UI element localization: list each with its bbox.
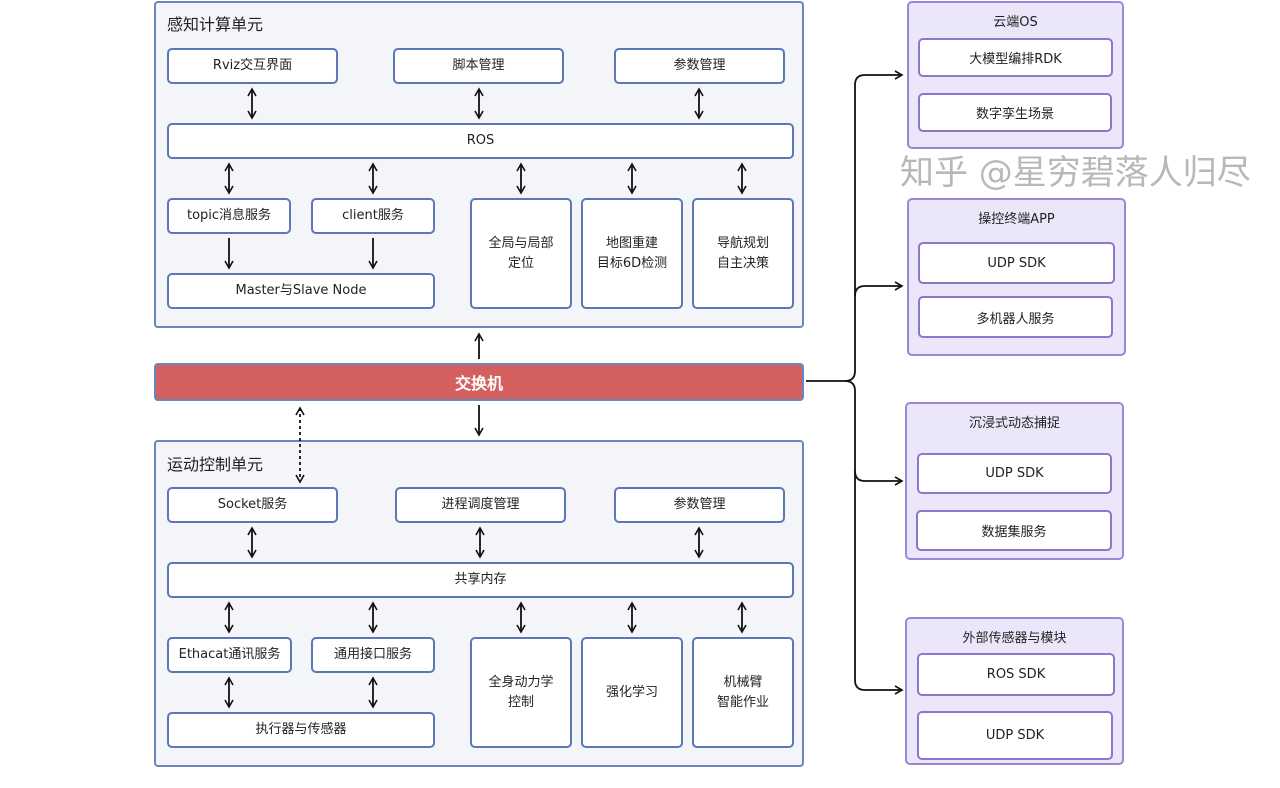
actuators-sensors-box: 执行器与传感器: [167, 712, 435, 748]
ros-box: ROS: [167, 123, 794, 159]
panel-title: 云端OS: [993, 15, 1038, 30]
client-service-box: client服务: [311, 198, 435, 234]
process-scheduling-box: 进程调度管理: [395, 487, 566, 523]
reinforcement-learning-box: 强化学习: [581, 637, 683, 748]
digital-twin-box: 数字孪生场景: [918, 93, 1112, 132]
panel-title: 沉浸式动态捕捉: [968, 416, 1060, 431]
branch-arrow: [854, 470, 904, 486]
interface-service-box: 通用接口服务: [311, 637, 435, 673]
robot-arm-box: 机械臂 智能作业: [692, 637, 794, 748]
script-management-box: 脚本管理: [393, 48, 564, 84]
udp-sdk-box: UDP SDK: [917, 711, 1113, 760]
ethercat-service-box: Ethacat通讯服务: [167, 637, 292, 673]
panel-title: 运动控制单元: [167, 455, 264, 474]
dynamics-control-box: 全身动力学 控制: [470, 637, 572, 748]
switch-bar: 交换机: [154, 363, 804, 401]
udp-sdk-box: UDP SDK: [917, 453, 1112, 494]
dataset-service-box: 数据集服务: [916, 510, 1112, 551]
shared-memory-box: 共享内存: [167, 562, 794, 598]
socket-service-box: Socket服务: [167, 487, 338, 523]
branch-arrow: [854, 281, 904, 297]
panel-title: 感知计算单元: [167, 15, 264, 34]
panel-title: 外部传感器与模块: [962, 631, 1067, 646]
master-slave-box: Master与Slave Node: [167, 273, 435, 309]
parameter-management-box: 参数管理: [614, 48, 785, 84]
topic-service-box: topic消息服务: [167, 198, 291, 234]
watermark: 知乎 @星穷碧落人归尽: [900, 153, 1251, 193]
localization-box: 全局与局部 定位: [470, 198, 572, 309]
navigation-box: 导航规划 自主决策: [692, 198, 794, 309]
llm-rdk-box: 大模型编排RDK: [918, 38, 1113, 77]
udp-sdk-box: UDP SDK: [918, 242, 1115, 284]
panel-title: 操控终端APP: [978, 212, 1055, 227]
mapping-box: 地图重建 目标6D检测: [581, 198, 683, 309]
ros-sdk-box: ROS SDK: [917, 653, 1115, 696]
branch-arrow: [806, 70, 904, 382]
rviz-box: Rviz交互界面: [167, 48, 338, 84]
multi-robot-box: 多机器人服务: [918, 296, 1113, 338]
parameter-management-box: 参数管理: [614, 487, 785, 523]
branch-arrow: [844, 380, 904, 695]
